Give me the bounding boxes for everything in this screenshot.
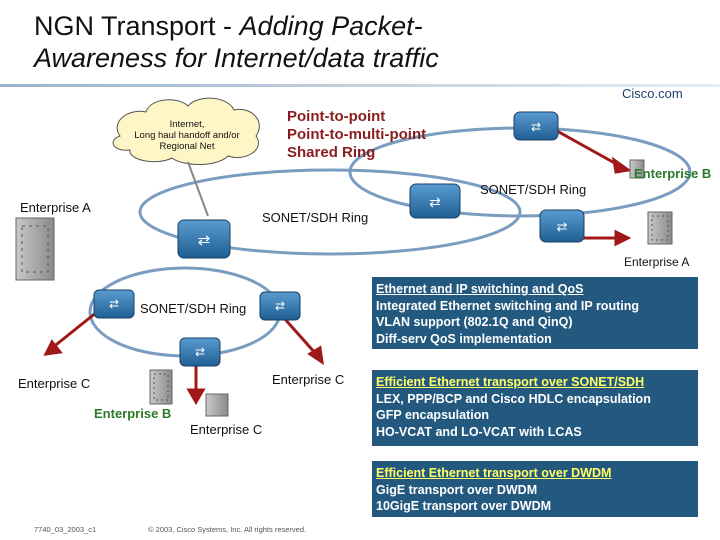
enterprise-c-left: Enterprise C (18, 376, 91, 391)
svg-text:⇄: ⇄ (109, 297, 119, 311)
panel-line: HO-VCAT and LO-VCAT with LCAS (376, 424, 582, 439)
ring-label-top-right: SONET/SDH Ring (480, 182, 587, 197)
panel-line: Diff-serv QoS implementation (376, 331, 552, 346)
building-icon (647, 211, 673, 245)
panel-dwdm-transport: Efficient Ethernet transport over DWDM G… (372, 461, 698, 517)
cloud-label: Internet, Long haul handoff and/or Regio… (118, 119, 256, 152)
router-icon: ⇄ (177, 219, 231, 259)
service-point-to-multipoint: Point-to-multi-point (287, 126, 427, 143)
panel-sonet-transport: Efficient Ethernet transport over SONET/… (372, 370, 698, 446)
panel-line: GigE transport over DWDM (376, 482, 538, 497)
building-icon (15, 217, 55, 281)
footer-copyright: © 2003, Cisco Systems, Inc. All rights r… (148, 525, 307, 534)
panel-heading: Efficient Ethernet transport over DWDM (376, 466, 612, 480)
title-line1-italic: Adding Packet- (239, 11, 423, 41)
service-shared-ring: Shared Ring (287, 144, 376, 161)
panel-line: LEX, PPP/BCP and Cisco HDLC encapsulatio… (376, 391, 651, 406)
enterprise-links (43, 124, 632, 405)
page-title: NGN Transport - Adding Packet- Awareness… (34, 10, 634, 74)
cisco-logo: Cisco.com (622, 86, 683, 101)
router-icon: ⇄ (539, 209, 585, 243)
router-icon: ⇄ (179, 337, 221, 367)
enterprise-b-bottom: Enterprise B (94, 406, 172, 421)
svg-text:⇄: ⇄ (198, 232, 211, 249)
footer-slide-id: 7740_03_2003_c1 (34, 525, 97, 534)
svg-text:⇄: ⇄ (429, 194, 441, 210)
service-types: Point-to-point Point-to-multi-point Shar… (287, 108, 426, 162)
panel-switching-qos: Ethernet and IP switching and QoS Integr… (372, 277, 698, 349)
router-icon: ⇄ (513, 111, 559, 141)
building-icon (205, 393, 229, 417)
svg-text:⇄: ⇄ (275, 299, 285, 313)
enterprise-c-bottom: Enterprise C (190, 422, 263, 437)
title-divider (0, 84, 720, 87)
panel-line: VLAN support (802.1Q and QinQ) (376, 315, 573, 329)
building-icon (629, 159, 645, 179)
ring-center (138, 168, 522, 256)
svg-text:⇄: ⇄ (195, 345, 205, 359)
svg-text:⇄: ⇄ (531, 120, 541, 134)
router-icon: ⇄ (409, 183, 461, 219)
panel-line: GFP encapsulation (376, 408, 489, 422)
enterprise-a-left: Enterprise A (20, 200, 91, 215)
building-icon (149, 369, 173, 405)
router-icon: ⇄ (259, 291, 301, 321)
title-line2: Awareness for Internet/data traffic (34, 43, 439, 73)
enterprise-a-right: Enterprise A (624, 255, 690, 269)
ring-label-bottom-left: SONET/SDH Ring (140, 301, 247, 316)
cloud-text: Internet, Long haul handoff and/or Regio… (134, 119, 240, 152)
service-point-to-point: Point-to-point (287, 108, 386, 125)
enterprise-b-top-right: Enterprise B (634, 166, 712, 181)
svg-text:⇄: ⇄ (557, 219, 568, 234)
router-icon: ⇄ (93, 289, 135, 319)
panel-line: 10GigE transport over DWDM (376, 499, 552, 513)
ring-label-center: SONET/SDH Ring (262, 210, 369, 225)
panel-heading: Efficient Ethernet transport over SONET/… (376, 375, 645, 389)
enterprise-c-right: Enterprise C (272, 372, 345, 387)
internet-cloud (112, 97, 260, 165)
panel-line: Integrated Ethernet switching and IP rou… (376, 298, 639, 313)
panel-heading: Ethernet and IP switching and QoS (376, 282, 584, 296)
title-line1: NGN Transport - (34, 11, 240, 41)
